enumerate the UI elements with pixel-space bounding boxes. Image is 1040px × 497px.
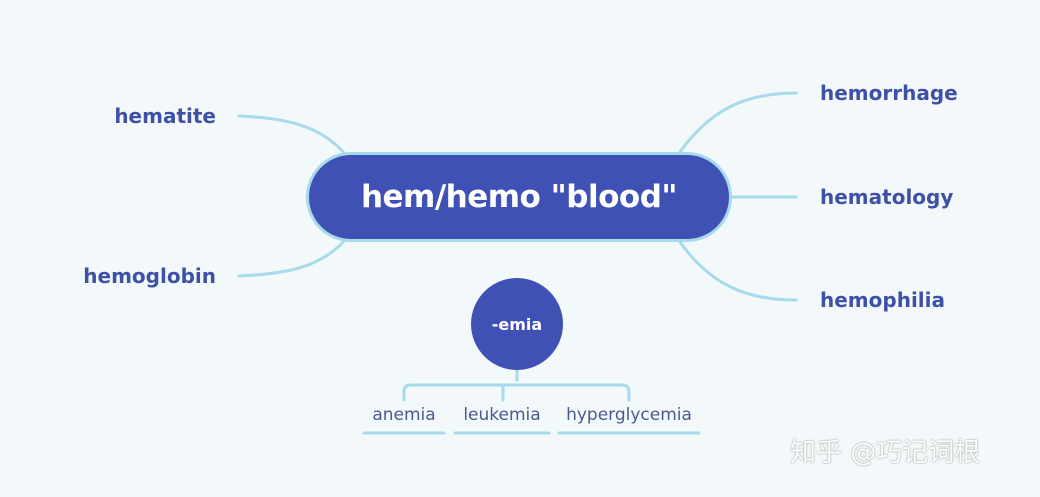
- connector-hemoglobin: [237, 238, 347, 278]
- central-node-label: hem/hemo "blood": [360, 179, 678, 215]
- branch-hematology: hematology: [820, 185, 954, 209]
- branch-hemorrhage: hemorrhage: [820, 81, 958, 105]
- suffix-child-anemia: anemia: [372, 405, 436, 425]
- branch-hematite: hematite: [114, 104, 216, 128]
- branch-hemoglobin: hemoglobin: [83, 264, 216, 288]
- suffix-node-label: -emia: [491, 314, 543, 334]
- branch-hemophilia: hemophilia: [820, 288, 945, 312]
- suffix-child-hyperglycemia: hyperglycemia: [566, 405, 692, 425]
- connector-suffix-bracket: [402, 383, 631, 402]
- connector-hematite: [237, 114, 347, 156]
- central-node: hem/hemo "blood": [306, 152, 732, 242]
- connector-hemophilia: [678, 240, 798, 302]
- connector-hemorrhage: [678, 91, 798, 154]
- suffix-child-leukemia: leukemia: [463, 405, 541, 425]
- suffix-node: -emia: [471, 278, 563, 370]
- watermark: 知乎 @巧记词根: [790, 438, 981, 468]
